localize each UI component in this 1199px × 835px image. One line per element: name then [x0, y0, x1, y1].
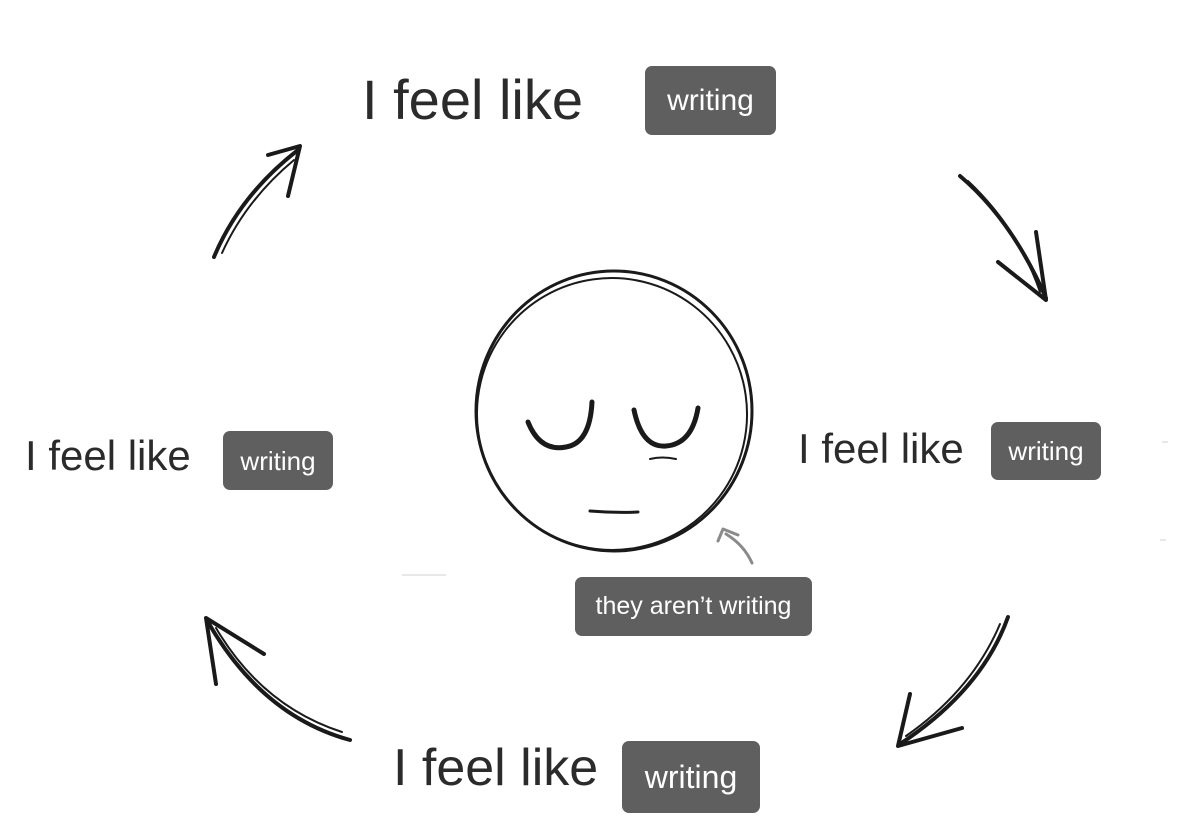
cycle-arrow-up-icon — [212, 144, 302, 259]
cycle-arrow-down-right-icon — [958, 174, 1048, 302]
pointer-arrow-icon — [716, 527, 754, 565]
center-caption: they aren’t writing — [575, 577, 812, 636]
phrase-top: I feel like — [362, 68, 583, 131]
writing-tag-left: writing — [223, 431, 333, 490]
phrase-bottom: I feel like — [393, 739, 599, 797]
background-specks — [402, 441, 1168, 576]
writing-tag-top: writing — [645, 66, 776, 135]
sleepy-face-icon — [474, 269, 754, 553]
cycle-arrow-down-left-icon — [896, 615, 1010, 748]
phrase-left: I feel like — [25, 432, 191, 479]
phrase-right: I feel like — [798, 425, 964, 472]
cycle-arrow-up-left-icon — [204, 616, 352, 742]
writing-tag-right: writing — [991, 422, 1101, 480]
writing-tag-bottom: writing — [622, 741, 760, 813]
